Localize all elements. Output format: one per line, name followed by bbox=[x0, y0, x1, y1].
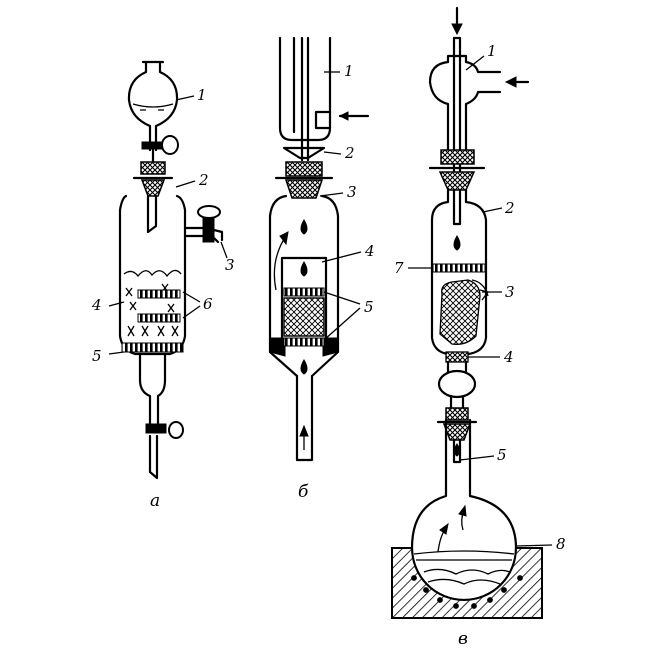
label-v-2: 2 bbox=[504, 199, 515, 217]
stopcock-bottom-icon bbox=[145, 421, 184, 439]
leader-lines-b bbox=[319, 71, 362, 341]
cone-2 bbox=[282, 146, 326, 160]
label-a-1: 1 bbox=[197, 86, 207, 104]
vessel-body bbox=[118, 194, 187, 356]
label-v-4: 4 bbox=[503, 348, 514, 366]
sieve-upper bbox=[137, 289, 181, 299]
caption-v: в bbox=[458, 629, 468, 649]
label-a-5: 5 bbox=[92, 347, 102, 365]
label-v-3: 3 bbox=[505, 283, 515, 301]
label-v-8: 8 bbox=[556, 535, 566, 553]
caption-b: б bbox=[298, 482, 309, 502]
label-a-4: 4 bbox=[91, 296, 102, 314]
label-b-3: 3 bbox=[347, 183, 357, 201]
label-a-3: 3 bbox=[225, 256, 235, 274]
condenser-bulb bbox=[428, 60, 502, 152]
label-a-6: 6 bbox=[203, 295, 213, 313]
label-v-5: 5 bbox=[497, 446, 507, 464]
apparatus-a: 1 2 3 4 6 5 а bbox=[91, 60, 235, 511]
connector-bulb bbox=[437, 369, 477, 399]
apparatus-v: 1 2 7 3 4 5 8 в bbox=[391, 6, 566, 649]
charge-crosses bbox=[125, 283, 179, 337]
leader-lines-v bbox=[408, 55, 553, 547]
leader-lines-a bbox=[108, 95, 228, 355]
bath-beads bbox=[411, 575, 523, 609]
sieve-bottom bbox=[121, 342, 184, 353]
label-v-7: 7 bbox=[394, 259, 404, 277]
label-b-4: 4 bbox=[364, 242, 375, 260]
stopcock-side-icon bbox=[197, 205, 224, 244]
label-b-2: 2 bbox=[344, 144, 355, 162]
vessel-body-b bbox=[268, 194, 340, 378]
charge-mesh-b bbox=[283, 297, 325, 337]
label-v-1: 1 bbox=[487, 42, 497, 60]
charge-mesh-v bbox=[439, 279, 481, 345]
label-b-5: 5 bbox=[364, 298, 374, 316]
heating-bath bbox=[391, 547, 543, 619]
stopper-cone bbox=[140, 179, 166, 197]
label-a-2: 2 bbox=[198, 171, 209, 189]
sieve-v-top bbox=[432, 263, 486, 273]
stopcock-top-icon bbox=[141, 135, 179, 155]
label-b-1: 1 bbox=[344, 62, 354, 80]
sieve-lower bbox=[137, 313, 181, 323]
apparatus-b: 1 2 3 4 5 б bbox=[268, 36, 375, 502]
stopper bbox=[140, 161, 166, 175]
caption-a: а bbox=[150, 491, 160, 511]
condenser bbox=[278, 36, 332, 142]
